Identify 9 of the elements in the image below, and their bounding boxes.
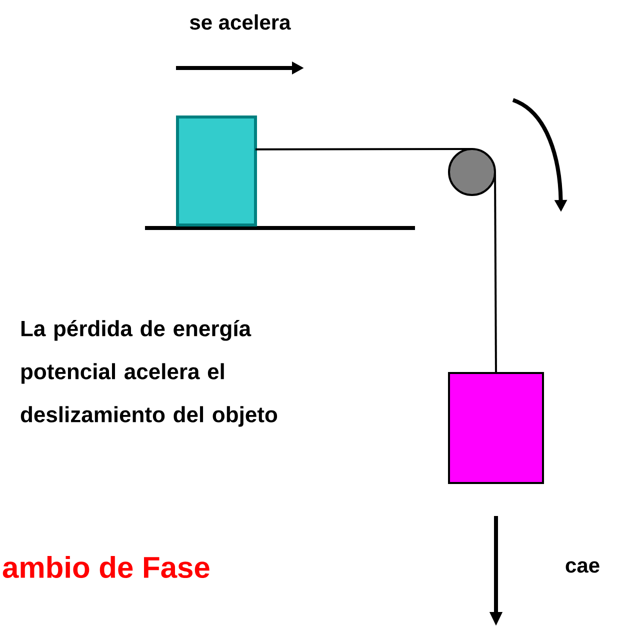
description-text: La pérdida de energía potencial acelera el deslizamiento del objeto	[20, 320, 278, 427]
rope	[256, 148, 472, 150]
rope	[494, 172, 497, 373]
pulley	[448, 148, 496, 196]
caption-text: se acelera	[190, 14, 291, 30]
phase-heading: ambio de Fase	[2, 556, 210, 578]
caption-text: cae	[566, 561, 600, 573]
hanging-block	[448, 372, 544, 484]
sliding-block	[176, 116, 257, 226]
